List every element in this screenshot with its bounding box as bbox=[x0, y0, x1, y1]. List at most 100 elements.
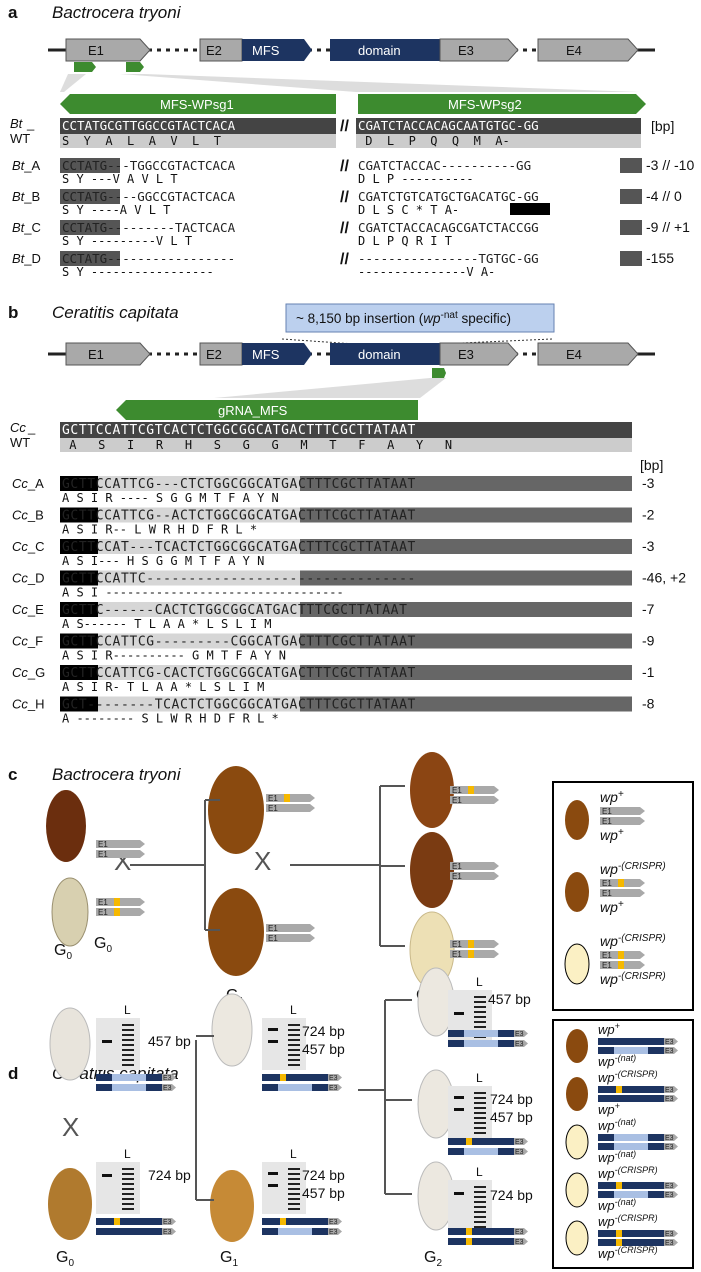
crispr-edit bbox=[284, 794, 290, 802]
gene-model-a: E1 E2 MFS domain E3 E4 bbox=[48, 38, 655, 92]
exon-e3-tag: E3 bbox=[515, 1041, 524, 1048]
sample-band bbox=[454, 1096, 464, 1099]
legend-genotype-a: wp-(CRISPR) bbox=[598, 1213, 658, 1229]
bt-wt-label-c: WT bbox=[10, 131, 30, 146]
allele-label: E1 bbox=[602, 961, 612, 970]
grna-label: gRNA_MFS bbox=[218, 403, 288, 418]
exon-e3-tag: E3 bbox=[163, 1229, 172, 1236]
grna-arrow bbox=[116, 400, 418, 420]
bt-row-aa2: D L S C * T A- bbox=[358, 203, 459, 217]
exon-e3-tag: E3 bbox=[665, 1240, 674, 1247]
d-allele-bar: E3 bbox=[448, 1148, 528, 1156]
exon-e1 bbox=[65, 38, 151, 62]
cc-row-seqbg-dark bbox=[60, 476, 98, 491]
bt-row-seqbg2 bbox=[620, 189, 642, 204]
ladder-band bbox=[474, 1127, 486, 1129]
allele-label: E1 bbox=[602, 951, 612, 960]
exon-e1-label: E1 bbox=[88, 43, 104, 58]
allele-arrow: E1 bbox=[600, 879, 645, 888]
exon-e3-tag: E3 bbox=[515, 1139, 524, 1146]
legend-genotype-a: wp-(CRISPR) bbox=[600, 861, 666, 877]
allele-label: E1 bbox=[452, 940, 462, 949]
bt-row-aa2: ---------------V A- bbox=[358, 265, 495, 279]
legend-pupa bbox=[565, 1220, 589, 1256]
cc-row-seqbg-dark bbox=[60, 507, 98, 523]
bt-row-aa1: S Y ---------V L T bbox=[62, 234, 192, 248]
allele-arrow: E1 bbox=[96, 898, 145, 907]
d-allele-bar: E3 bbox=[598, 1230, 678, 1238]
band-size-label: 457 bp bbox=[302, 1185, 345, 1201]
bt-row-seq2: CGATCTGTCATGCTGACATGC-GG bbox=[358, 189, 539, 204]
cc-row-aa: A S I R-- L W R H D F R L * bbox=[62, 523, 257, 537]
allele-label: E1 bbox=[268, 794, 278, 803]
bt-row-seqbg bbox=[60, 158, 120, 173]
bt-row-seq1: CCTATG----GGCCGTACTCACA bbox=[62, 189, 236, 204]
cc-row-aa: A S I R---------- G M T F A Y N bbox=[62, 649, 286, 663]
allele-arrow: E1 bbox=[600, 951, 645, 960]
ladder-band bbox=[122, 1044, 134, 1046]
exon-e3-tag: E3 bbox=[329, 1219, 338, 1226]
bt-row-seqbg bbox=[60, 189, 120, 204]
allele-label: E1 bbox=[602, 817, 612, 826]
d-allele-bar: E3 bbox=[598, 1047, 678, 1055]
crispr-edit bbox=[280, 1074, 286, 1081]
allele-label: E1 bbox=[452, 796, 462, 805]
crispr-edit bbox=[618, 961, 624, 969]
allele-arrow: E1 bbox=[266, 804, 315, 813]
cc-wt-aa: A S I R H S G G M T F A Y N bbox=[62, 438, 452, 452]
allele-arrow: E1 bbox=[450, 940, 499, 949]
d-allele-bar: E3 bbox=[262, 1228, 342, 1236]
ladder-band bbox=[288, 1168, 300, 1170]
panel-c-label: c bbox=[8, 765, 17, 784]
legend-genotype-b: wp+ bbox=[598, 1101, 620, 1117]
insertion-segment bbox=[464, 1030, 498, 1037]
legend-genotype-b: wp-(nat) bbox=[598, 1149, 636, 1165]
exon-e3-tag: E3 bbox=[665, 1183, 674, 1190]
legend-d: wp+E3E3wp-(nat)wp-(CRISPR)E3E3wp+wp-(nat… bbox=[565, 1021, 678, 1261]
cc-row-label: Cc_F bbox=[12, 634, 43, 649]
allele-label: E1 bbox=[452, 786, 462, 795]
ladder-band bbox=[474, 1191, 486, 1193]
ladder-label: L bbox=[476, 1071, 483, 1085]
cc-row-seqbg-mid bbox=[300, 602, 632, 617]
crispr-edit bbox=[280, 1218, 286, 1225]
ladder-band bbox=[474, 1092, 486, 1094]
bt-row-size: -3 // -10 bbox=[646, 157, 694, 173]
sgrna1-label: MFS-WPsg1 bbox=[160, 97, 234, 112]
cc-row-size: -3 bbox=[642, 538, 655, 554]
gene-model-b: E1 E2 MFS domain E3 E4 bbox=[48, 342, 655, 398]
crispr-edit bbox=[618, 879, 624, 887]
panel-d-label: d bbox=[8, 1064, 18, 1083]
cc-wt-seq: GCTTCCATTCGTCACTCTGGCGGCATGACTTTCGCTTATA… bbox=[62, 423, 416, 438]
exon-e3-tag: E3 bbox=[665, 1096, 674, 1103]
band-size-label: 457 bp bbox=[488, 991, 531, 1007]
cc-row-label: Cc_A bbox=[12, 476, 44, 491]
crispr-edit bbox=[616, 1230, 622, 1237]
legend-genotype-a: wp-(CRISPR) bbox=[598, 1165, 658, 1181]
cc-row-seqbg-dark bbox=[60, 633, 98, 649]
ladder-band bbox=[122, 1173, 134, 1175]
cc-row-label: Cc_B bbox=[12, 508, 44, 523]
crispr-edit bbox=[468, 940, 474, 948]
bt-row-sep: // bbox=[340, 220, 349, 237]
band-size-label: 724 bp bbox=[302, 1023, 345, 1039]
insertion-segment bbox=[278, 1084, 312, 1091]
legend-genotype-a: wp-(CRISPR) bbox=[600, 933, 666, 949]
ladder-band bbox=[122, 1034, 134, 1036]
bt-row-aa2: D L P Q R I T bbox=[358, 234, 452, 248]
cc-row-aa: A -------- S L W R H D F R L * bbox=[62, 712, 279, 726]
domain-block bbox=[330, 39, 440, 61]
ladder-band bbox=[122, 1198, 134, 1200]
crispr-edit bbox=[468, 786, 474, 794]
ladder-band bbox=[122, 1178, 134, 1180]
d-allele-bar: E3 bbox=[448, 1040, 528, 1048]
exon-e3-tag: E3 bbox=[665, 1087, 674, 1094]
bt-wt-sep: // bbox=[340, 118, 349, 135]
crispr-edit bbox=[114, 1218, 120, 1225]
ladder-label: L bbox=[290, 1003, 297, 1017]
band-size-label: 724 bp bbox=[490, 1091, 533, 1107]
